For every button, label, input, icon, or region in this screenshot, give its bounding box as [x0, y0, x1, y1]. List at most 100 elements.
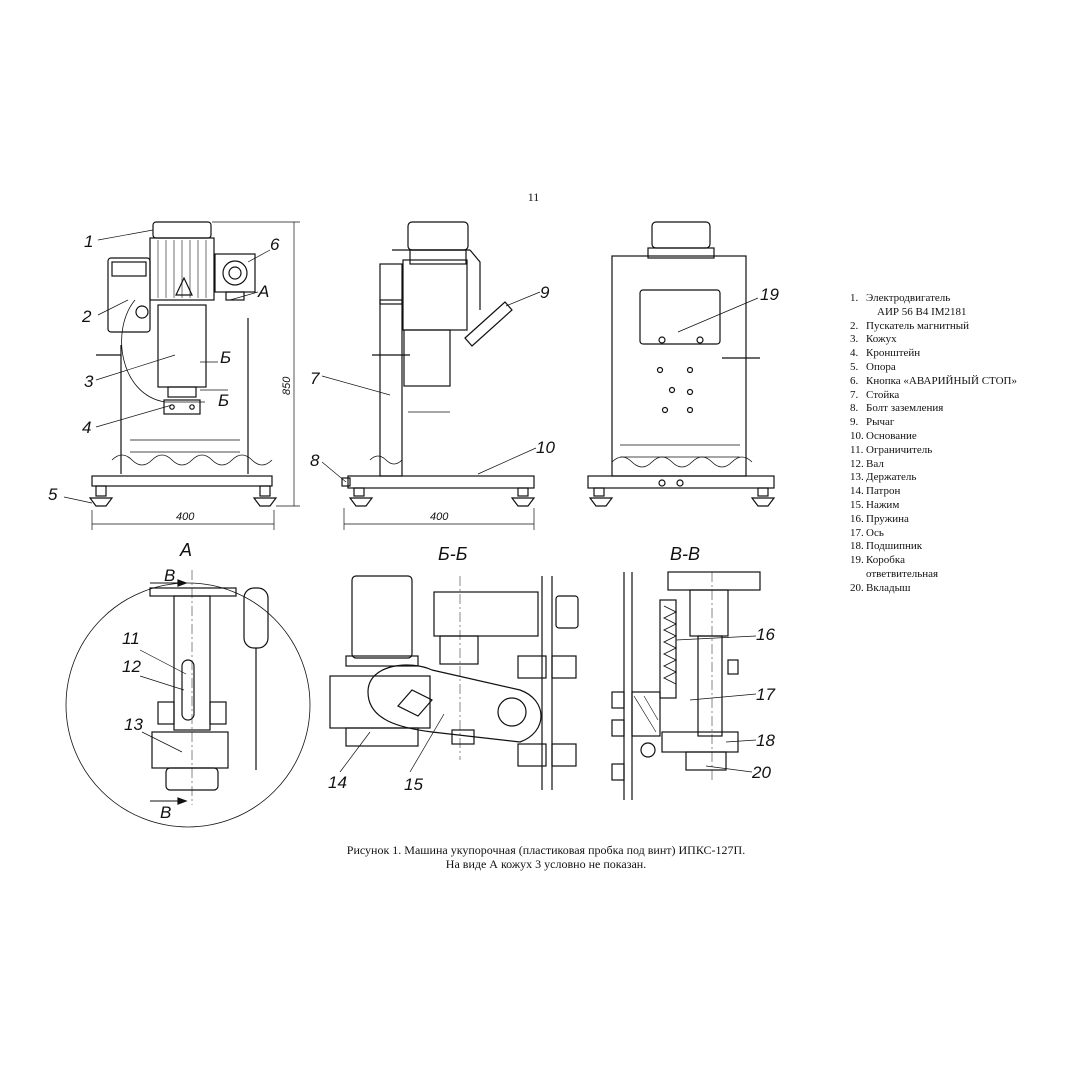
- legend-text: Болт заземления: [866, 402, 944, 415]
- legend-item: 9.Рычаг: [850, 416, 1060, 430]
- section-vv-callout-16: 16: [756, 625, 775, 644]
- view-a-title: А: [179, 540, 192, 560]
- legend-item: 11.Ограничитель: [850, 444, 1060, 458]
- legend-number: 14.: [850, 485, 864, 498]
- legend-item: 8.Болт заземления: [850, 402, 1060, 416]
- legend-item: 14.Патрон: [850, 485, 1060, 499]
- legend-number: 13.: [850, 471, 864, 484]
- legend-number: 12.: [850, 457, 864, 470]
- rear-motor: [651, 221, 711, 249]
- legend-item: 5. Опора: [850, 361, 1060, 375]
- legend-number: 11.: [850, 443, 864, 456]
- side-base: [347, 475, 535, 489]
- front-view: [63, 221, 300, 530]
- view-a-holder: [151, 731, 229, 769]
- legend-text: Кожух: [866, 333, 897, 346]
- rear-callout-19: 19: [760, 285, 779, 304]
- caption-line-2: На виде А кожух 3 условно не показан.: [445, 857, 647, 871]
- section-vv-title: В-В: [670, 544, 700, 564]
- legend-text: Коробка ответвительная: [866, 554, 939, 580]
- parts-legend: 1. Электродвигатель АИР 56 В4 IM2181 2. Пу…: [850, 292, 1060, 596]
- legend-text: Основание: [866, 429, 917, 442]
- section-vv: [611, 571, 761, 800]
- front-callout-2: 2: [81, 307, 92, 326]
- front-marker-a: А: [257, 282, 269, 301]
- legend-text: Кнопка «АВАРИЙНЫЙ СТОП»: [866, 374, 1017, 387]
- rear-base: [587, 475, 775, 489]
- legend-text: Нажим: [866, 498, 900, 511]
- section-bb-callout-14: 14: [328, 773, 347, 792]
- page-number: 11: [527, 190, 540, 204]
- legend-item: 19.Коробка ответвительная: [850, 554, 1060, 582]
- legend-text: Пружина: [866, 512, 909, 525]
- legend-item: 17.Ось: [850, 527, 1060, 541]
- front-callout-3: 3: [84, 372, 94, 391]
- legend-text: Электродвигатель АИР 56 В4 IM2181: [866, 292, 967, 318]
- side-column: [379, 299, 403, 477]
- rear-junction-box: [639, 289, 721, 345]
- front-base: [91, 475, 273, 487]
- view-a: [65, 570, 311, 828]
- legend-item: 15.Нажим: [850, 499, 1060, 513]
- side-callout-8: 8: [310, 451, 320, 470]
- section-bb: [329, 575, 579, 790]
- section-bb-press: [367, 664, 542, 743]
- view-a-callout-11: 11: [122, 629, 140, 648]
- rear-panel: [611, 255, 747, 477]
- legend-text: Подшипник: [866, 540, 923, 553]
- side-view: [321, 221, 541, 530]
- view-a-marker-v2: В: [160, 803, 171, 822]
- side-motor-body: [402, 259, 468, 331]
- front-starter-box: [107, 257, 151, 333]
- side-callout-7: 7: [310, 369, 320, 388]
- legend-number: 2.: [850, 319, 859, 332]
- legend-item: 18.Подшипник: [850, 540, 1060, 554]
- front-motor: [152, 221, 212, 239]
- front-emergency-button-box: [214, 253, 256, 293]
- legend-number: 10.: [850, 429, 864, 442]
- legend-number: 19.: [850, 554, 864, 567]
- front-callout-6: 6: [270, 235, 280, 254]
- legend-item: 12.Вал: [850, 458, 1060, 472]
- side-motor: [407, 221, 469, 251]
- section-bb-title: Б-Б: [438, 544, 468, 564]
- caption-line-1: Рисунок 1. Машина укупорочная (пластиков…: [346, 843, 746, 857]
- legend-item: 10.Основание: [850, 430, 1060, 444]
- legend-text: Ограничитель: [866, 443, 933, 456]
- legend-item: 20.Вкладыш: [850, 582, 1060, 596]
- legend-item: 4. Кронштейн: [850, 347, 1060, 361]
- legend-number: 3.: [850, 333, 859, 346]
- legend-text: Опора: [866, 360, 896, 373]
- legend-number: 4.: [850, 347, 859, 360]
- legend-number: 7.: [850, 388, 859, 401]
- legend-item: 7. Стойка: [850, 389, 1060, 403]
- warning-sign: [175, 276, 193, 296]
- front-callout-5: 5: [48, 485, 58, 504]
- legend-number: 18.: [850, 540, 864, 553]
- legend-number: 15.: [850, 498, 864, 511]
- legend-number: 16.: [850, 512, 864, 525]
- legend-number: 5.: [850, 360, 859, 373]
- legend-item: 1. Электродвигатель АИР 56 В4 IM2181: [850, 292, 1060, 320]
- legend-item: 3. Кожух: [850, 333, 1060, 347]
- front-dim-width: 400: [176, 511, 195, 523]
- front-marker-b2: Б: [218, 391, 229, 410]
- legend-text: Держатель: [866, 471, 917, 484]
- figure-caption: Рисунок 1. Машина укупорочная (пластиков…: [0, 843, 1067, 871]
- legend-text: Кронштейн: [866, 347, 921, 360]
- view-a-callout-12: 12: [122, 657, 141, 676]
- view-a-marker-v1: В: [164, 566, 175, 585]
- legend-number: 9.: [850, 416, 859, 429]
- legend-text: Патрон: [866, 485, 901, 498]
- legend-text: Вал: [866, 457, 884, 470]
- side-callout-10: 10: [536, 438, 555, 457]
- legend-number: 17.: [850, 526, 864, 539]
- legend-number: 1.: [850, 292, 859, 304]
- legend-item: 13.Держатель: [850, 471, 1060, 485]
- legend-text: Стойка: [866, 388, 900, 401]
- front-cover: [157, 304, 207, 388]
- side-callout-9: 9: [540, 283, 550, 302]
- front-dim-height: 850: [281, 376, 293, 395]
- legend-text: Пускатель магнитный: [866, 319, 970, 332]
- front-marker-b1: Б: [220, 348, 231, 367]
